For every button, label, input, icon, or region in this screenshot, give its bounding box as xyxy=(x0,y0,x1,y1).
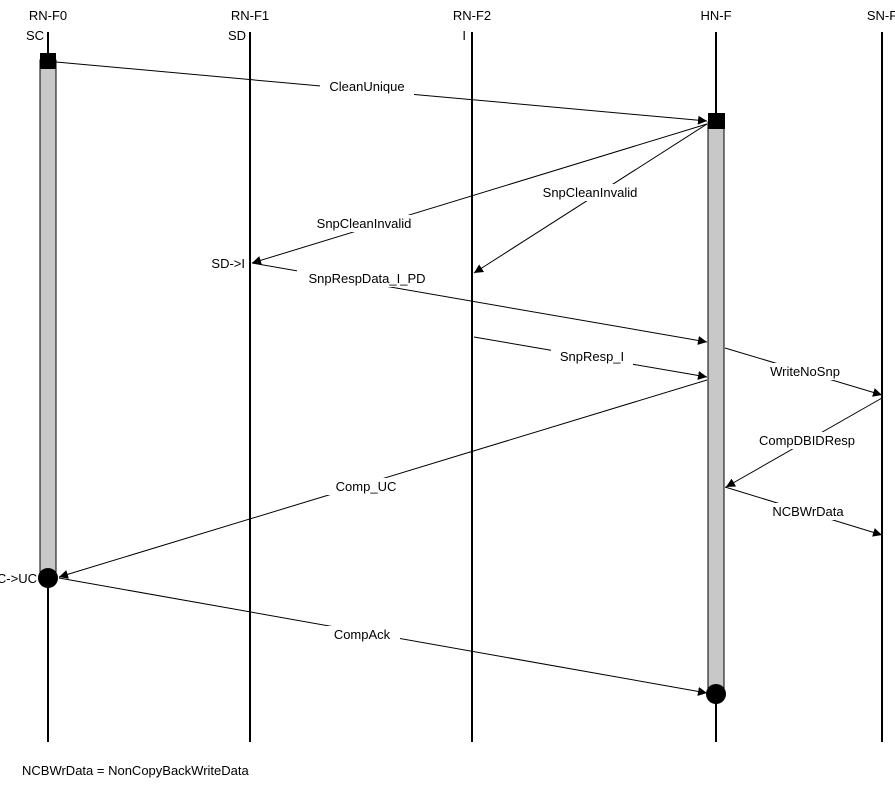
message-label-ncbwrdata: NCBWrData xyxy=(772,504,844,519)
message-label-writenosnp: WriteNoSnp xyxy=(770,364,840,379)
message-label-compdbidresp: CompDBIDResp xyxy=(759,433,855,448)
lifeline-title-rn-f2: RN-F2 xyxy=(453,8,491,23)
message-label-comp-uc: Comp_UC xyxy=(336,479,397,494)
lifeline-title-hn-f: HN-F xyxy=(700,8,731,23)
lifeline-title-rn-f1: RN-F1 xyxy=(231,8,269,23)
activation-bar-rn-f0 xyxy=(39,59,57,579)
footnote: NCBWrData = NonCopyBackWriteData xyxy=(22,763,249,778)
message-label-snpcleaninvalid-rn-f1: SnpCleanInvalid xyxy=(317,216,412,231)
initial-state-rn-f0: SC xyxy=(26,28,44,43)
initial-state-rn-f2: I xyxy=(462,28,466,43)
state-change-label-rn-f1: SD->I xyxy=(211,256,245,271)
lifeline-title-sn-f: SN-F xyxy=(867,8,895,23)
message-label-snpcleaninvalid-rn-f2: SnpCleanInvalid xyxy=(543,185,638,200)
message-arrow-snpcleaninvalid-to-rn-f1 xyxy=(251,123,708,265)
initial-state-rn-f1: SD xyxy=(228,28,246,43)
message-label-snprespdata-i-pd: SnpRespData_I_PD xyxy=(308,271,425,286)
transaction-start-marker-hn-f xyxy=(708,113,725,129)
activation-bar-hn-f xyxy=(707,121,725,695)
message-label-cleanunique: CleanUnique xyxy=(329,79,404,94)
transaction-end-marker-rn-f0 xyxy=(38,568,58,588)
transaction-start-marker-rn-f0 xyxy=(40,53,56,69)
transaction-end-marker-hn-f xyxy=(706,684,726,704)
message-label-compack: CompAck xyxy=(334,627,391,642)
message-label-snpresp-i: SnpResp_I xyxy=(560,349,624,364)
lifeline-title-rn-f0: RN-F0 xyxy=(29,8,67,23)
state-change-label-rn-f0: SC->UC xyxy=(0,571,37,586)
